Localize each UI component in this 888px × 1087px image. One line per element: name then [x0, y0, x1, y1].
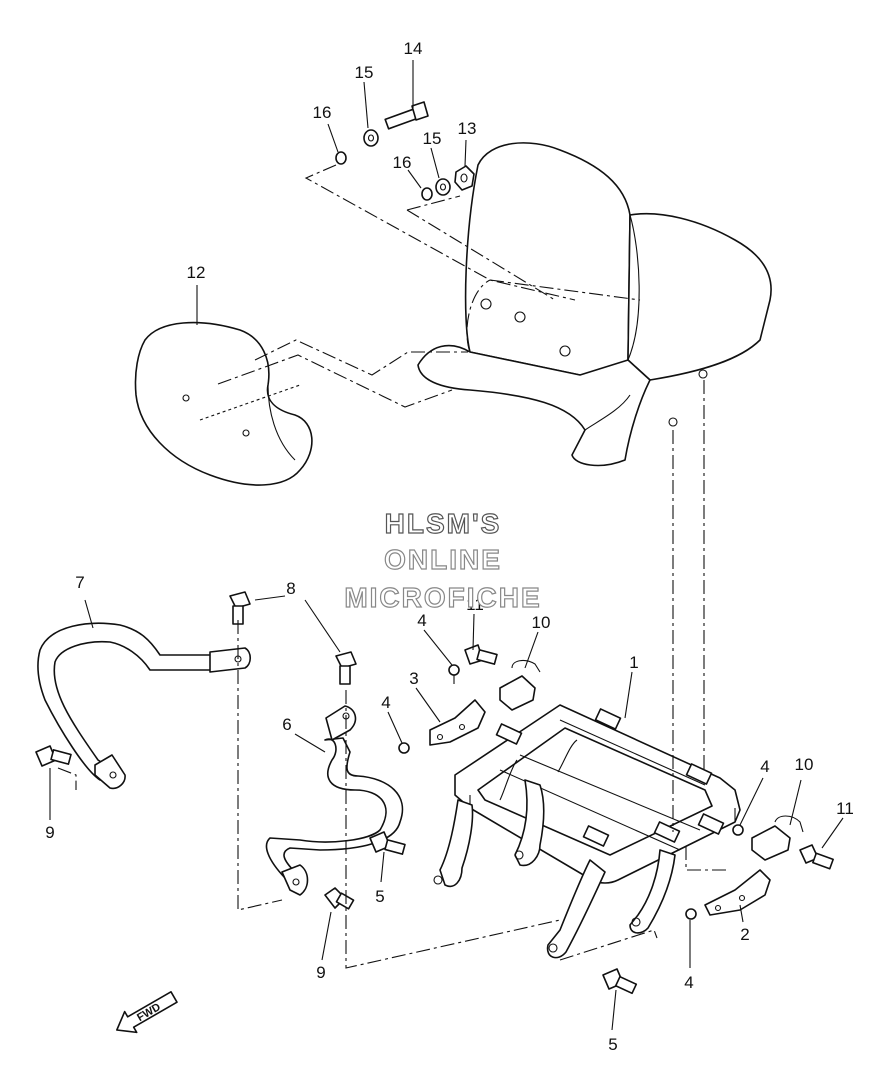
backrest-pad [134, 321, 313, 486]
screw-4-d [685, 908, 697, 920]
bolt-5-lower [602, 968, 638, 995]
washer-15-a [363, 129, 379, 147]
callout-5-b: 5 [608, 1035, 617, 1054]
watermark-line-1: HLSM'S [385, 508, 502, 539]
washer-16-a [335, 151, 347, 165]
callout-4-b: 4 [381, 693, 390, 712]
bolt-11-upper [464, 644, 498, 665]
fwd-arrow-icon: FWD [116, 991, 178, 1034]
callout-1: 1 [629, 653, 638, 672]
bolt-9-lower [324, 887, 355, 910]
callout-7: 7 [75, 573, 84, 592]
assembly-lines [57, 164, 730, 969]
bolt-9-left [35, 745, 72, 767]
callout-16-a: 16 [313, 103, 332, 122]
clamp-10-upper [499, 659, 541, 711]
callout-9-b: 9 [316, 963, 325, 982]
bracket-2 [704, 869, 771, 916]
leaders [49, 60, 844, 1031]
clamp-10-lower [751, 815, 804, 861]
bracket-3 [429, 699, 486, 746]
callout-9-a: 9 [45, 823, 54, 842]
callout-2: 2 [740, 925, 749, 944]
bolt-8-lower [335, 651, 357, 685]
watermark-line-3: MICROFICHE [344, 582, 541, 613]
grab-rail-6 [265, 705, 404, 896]
washer-15-b [435, 178, 451, 196]
callout-6: 6 [282, 715, 291, 734]
callout-11-a: 11 [466, 595, 484, 614]
grab-rail-7 [37, 622, 252, 790]
callout-8: 8 [286, 579, 295, 598]
washer-16-b [421, 187, 433, 201]
fwd-label: FWD [135, 1001, 163, 1024]
callout-16-b: 16 [393, 153, 412, 172]
callout-13: 13 [458, 119, 477, 138]
screw-4-c [732, 824, 744, 836]
bolt-11-lower [799, 844, 834, 870]
callout-14: 14 [404, 39, 423, 58]
callout-10-b: 10 [795, 755, 814, 774]
callout-15-b: 15 [423, 129, 442, 148]
callout-11-b: 11 [836, 799, 854, 818]
nut-13 [454, 165, 475, 191]
watermark-line-2: ONLINE [384, 544, 502, 575]
callout-5-a: 5 [375, 887, 384, 906]
callout-4-d: 4 [684, 973, 693, 992]
callout-3: 3 [409, 669, 418, 688]
callout-4-c: 4 [760, 757, 769, 776]
screw-4-a [448, 664, 460, 684]
bolt-14 [384, 101, 429, 130]
screw-4-b [398, 742, 410, 754]
bolt-8-upper [229, 591, 251, 625]
watermark: HLSM'S ONLINE MICROFICHE [344, 507, 541, 613]
callout-12: 12 [187, 263, 206, 282]
carrier-box [417, 142, 772, 467]
callout-10-a: 10 [532, 613, 551, 632]
bolt-5-left [369, 831, 406, 855]
carrier-frame [433, 704, 741, 959]
callout-numbers: 1 2 3 4 4 4 4 5 5 6 7 8 9 9 10 10 11 11 … [45, 39, 854, 1054]
callout-15-a: 15 [355, 63, 374, 82]
callout-4-a: 4 [417, 611, 426, 630]
